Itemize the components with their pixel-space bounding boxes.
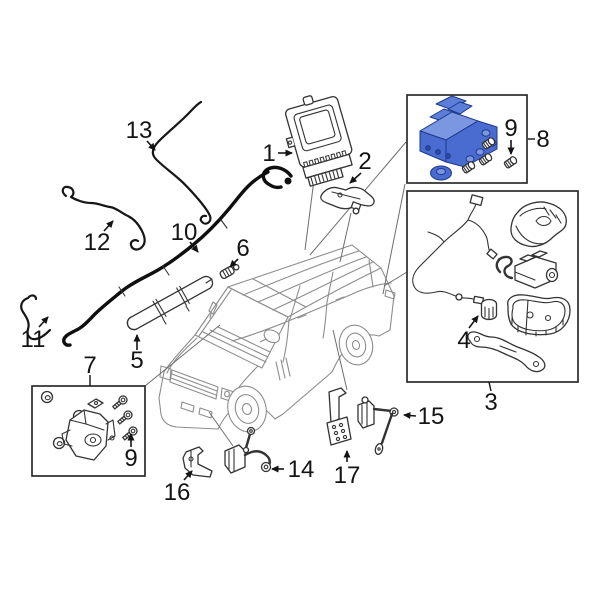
- callout-4[interactable]: 4: [457, 315, 479, 354]
- part-4-isolator[interactable]: [480, 298, 498, 321]
- car-rear-wheel: [338, 324, 374, 366]
- callout-14[interactable]: 14: [271, 456, 315, 483]
- callout-11-number[interactable]: 11: [21, 326, 46, 353]
- callout-9-box8-number[interactable]: 9: [504, 115, 517, 142]
- part-16-bracket[interactable]: [182, 446, 213, 478]
- callout-6[interactable]: 6: [229, 235, 250, 268]
- callout-9-box7[interactable]: 9: [124, 433, 138, 472]
- part-10-air-line[interactable]: [62, 165, 293, 347]
- part-3-foam-cover[interactable]: [510, 201, 567, 248]
- callout-5[interactable]: 5: [130, 334, 144, 374]
- part-2-bracket[interactable]: [320, 186, 375, 215]
- callout-1-number[interactable]: 1: [262, 140, 275, 167]
- car-taillight: [384, 289, 396, 300]
- callout-box-3: [406, 190, 579, 383]
- callout-2[interactable]: 2: [349, 148, 372, 184]
- callout-4-number[interactable]: 4: [457, 327, 470, 354]
- part-7-pump[interactable]: [61, 398, 116, 461]
- callout-13[interactable]: 13: [126, 117, 156, 151]
- callout-8[interactable]: 8: [528, 126, 550, 153]
- callout-1[interactable]: 1: [262, 140, 293, 167]
- part-9-fittings[interactable]: [461, 137, 518, 174]
- car-door-handles: [297, 296, 345, 319]
- callout-10-number[interactable]: 10: [171, 219, 198, 246]
- callout-11[interactable]: 11: [21, 316, 49, 353]
- part-3-compressor[interactable]: [514, 250, 559, 289]
- callout-12[interactable]: 12: [84, 220, 114, 256]
- car-mirror: [259, 329, 281, 344]
- callout-5-number[interactable]: 5: [130, 347, 143, 374]
- callout-box-7: [31, 385, 146, 477]
- callout-7-number[interactable]: 7: [83, 352, 96, 379]
- part-17-bracket[interactable]: [326, 387, 352, 446]
- callout-16-number[interactable]: 16: [164, 479, 191, 506]
- callout-12-number[interactable]: 12: [84, 229, 111, 256]
- callout-labels: 1 2 3 4 5 6 7 8: [21, 115, 550, 506]
- part-12-harness[interactable]: [61, 185, 146, 251]
- callout-box-8: [406, 94, 528, 184]
- callout-13-number[interactable]: 13: [126, 117, 153, 144]
- part-6-valve-fitting[interactable]: [219, 262, 240, 280]
- part-3-wiring-harness[interactable]: [412, 194, 514, 305]
- car-windshield: [194, 286, 289, 369]
- callout-2-number[interactable]: 2: [358, 148, 371, 175]
- part-3-bracket[interactable]: [467, 331, 546, 373]
- callout-8-number[interactable]: 8: [536, 126, 549, 153]
- car-fog-lamps: [180, 401, 213, 419]
- part-3-tray[interactable]: [507, 294, 571, 337]
- callout-10[interactable]: 10: [171, 219, 199, 253]
- callout-9-box8[interactable]: 9: [504, 115, 518, 155]
- callout-3-number[interactable]: 3: [484, 389, 497, 416]
- car-fender-vent: [275, 357, 291, 381]
- car-antenna: [208, 301, 218, 319]
- part-11-harness[interactable]: [20, 294, 52, 341]
- callout-6-number[interactable]: 6: [236, 235, 249, 262]
- callout-14-number[interactable]: 14: [288, 456, 315, 483]
- callout-3[interactable]: 3: [484, 381, 498, 416]
- callout-17-number[interactable]: 17: [334, 462, 361, 489]
- vehicle-illustration: [158, 244, 396, 433]
- part-14-height-sensor[interactable]: [224, 426, 272, 474]
- car-roof-right-rail: [287, 267, 382, 318]
- part-5-silencer[interactable]: [126, 275, 214, 331]
- callout-15-number[interactable]: 15: [418, 403, 445, 430]
- callout-17[interactable]: 17: [334, 450, 361, 489]
- car-wiper-hatch: [202, 326, 271, 363]
- car-beltline: [231, 282, 392, 342]
- callout-9-box7-number[interactable]: 9: [124, 445, 137, 472]
- part-1-control-module[interactable]: [277, 89, 359, 189]
- part-13-harness[interactable]: [151, 100, 212, 225]
- callout-15[interactable]: 15: [403, 403, 445, 430]
- callout-16[interactable]: 16: [164, 470, 193, 506]
- part-15-height-sensor[interactable]: [357, 396, 399, 456]
- callout-7[interactable]: 7: [83, 352, 97, 386]
- leader-lines: [144, 141, 408, 447]
